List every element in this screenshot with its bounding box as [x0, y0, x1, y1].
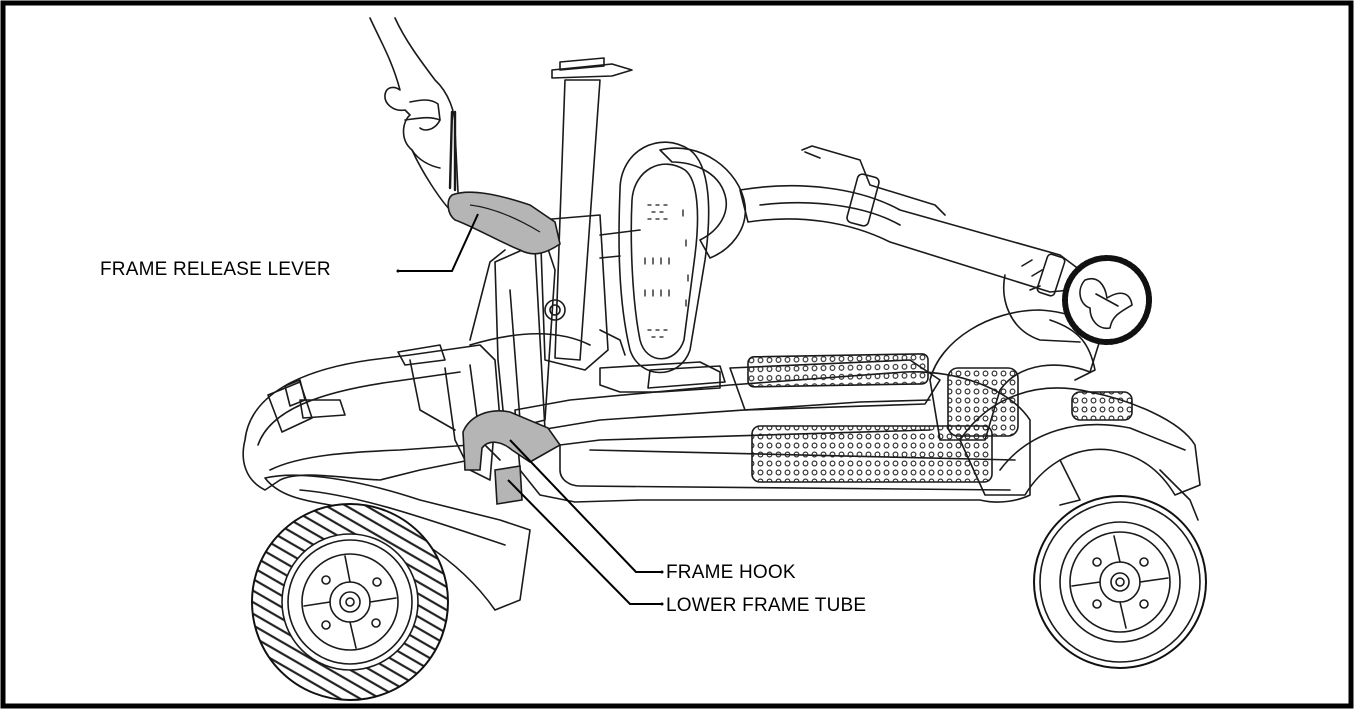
tiller-arm: [740, 186, 1080, 292]
label-lower-frame-tube: LOWER FRAME TUBE: [666, 596, 866, 615]
leader-lower-frame-tube: [508, 480, 662, 604]
rear-wheel: [1034, 496, 1206, 668]
operator-hand: [370, 18, 458, 212]
front-wheel: [252, 504, 448, 700]
lower-frame-tube: [495, 466, 522, 504]
label-frame-release-lever: FRAME RELEASE LEVER: [100, 260, 331, 279]
seat-knob: [1065, 258, 1149, 342]
label-frame-hook: FRAME HOOK: [666, 563, 796, 582]
front-shroud: [243, 345, 500, 490]
upper-tread-pad: [748, 354, 928, 387]
seat-back-vents: [645, 205, 688, 337]
